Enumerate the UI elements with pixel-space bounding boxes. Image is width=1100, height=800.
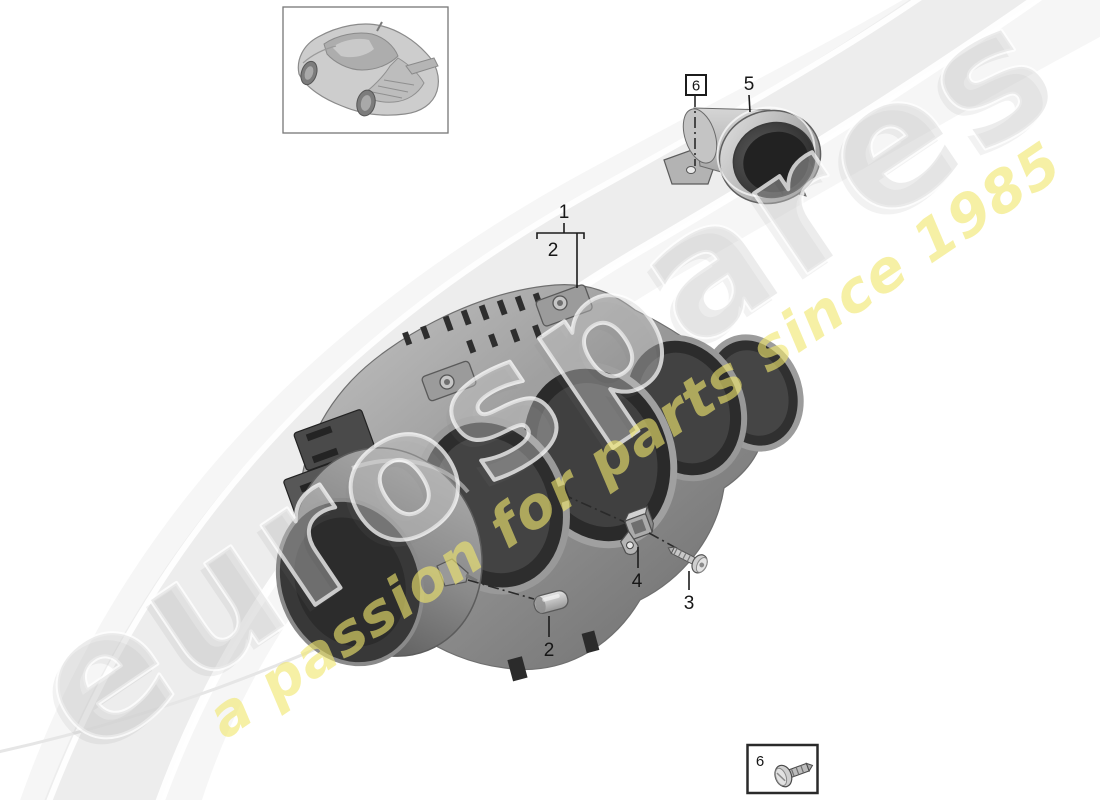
gauge-bracket-hole bbox=[686, 166, 696, 174]
part-label-3: 3 bbox=[684, 593, 695, 614]
part-clip-group: 4 bbox=[561, 493, 654, 592]
swoosh-highlight-upper bbox=[46, 0, 923, 800]
gauge-face-inner bbox=[743, 131, 809, 193]
label-6-box bbox=[685, 74, 707, 96]
label-bracket bbox=[536, 232, 585, 239]
part-label-5: 5 bbox=[744, 74, 755, 95]
screw-dashdot-line bbox=[648, 532, 679, 550]
cluster-speedometer-can bbox=[275, 447, 483, 667]
vehicle-illustration bbox=[297, 21, 439, 117]
part-bulb bbox=[533, 590, 569, 614]
part-screw bbox=[667, 546, 708, 574]
instrument-cluster-assembly bbox=[275, 284, 804, 682]
part-label-2-bulb: 2 bbox=[544, 640, 555, 661]
callout-assembly: 1 2 bbox=[536, 202, 585, 288]
swoosh-band bbox=[44, 0, 1037, 800]
part-bulb-group: 2 bbox=[467, 579, 569, 661]
part-gauge bbox=[663, 106, 822, 205]
part-clip bbox=[619, 504, 654, 556]
gauge-leader-line bbox=[748, 94, 751, 113]
cluster-mount-tab-top bbox=[535, 284, 593, 327]
part-label-6-gauge: 6 bbox=[692, 78, 700, 95]
cluster-bulb-socket bbox=[436, 558, 478, 587]
part-label-1: 1 bbox=[559, 202, 570, 223]
fastener-box: 6 bbox=[746, 743, 819, 795]
gauge-back-cap bbox=[682, 108, 718, 164]
cluster-vent-slots bbox=[402, 292, 544, 354]
part-label-6-box: 6 bbox=[756, 753, 764, 770]
bulb-dashdot-line bbox=[467, 579, 535, 600]
part-screw-group: 3 bbox=[648, 532, 708, 614]
swoosh-highlight-lower bbox=[155, 0, 1043, 800]
callout-gauge: 6 5 bbox=[685, 74, 755, 166]
part-label-4: 4 bbox=[632, 571, 643, 592]
vehicle-thumbnail bbox=[282, 6, 449, 134]
part-label-2-assembly: 2 bbox=[548, 240, 559, 261]
cluster-mount-tab-mid bbox=[421, 360, 477, 402]
fastener-box-screw-icon bbox=[774, 762, 814, 788]
